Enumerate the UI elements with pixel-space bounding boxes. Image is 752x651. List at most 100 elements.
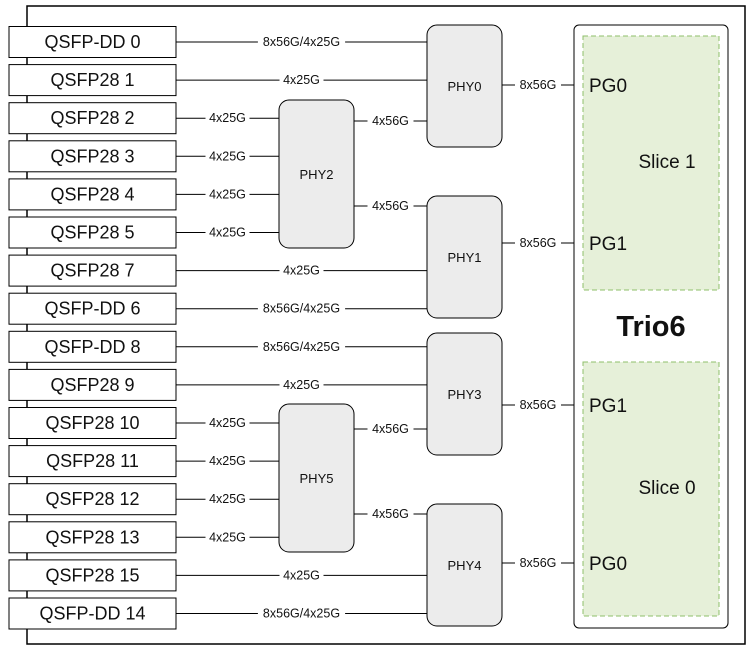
port-qsfp28-11[interactable]: QSFP28 11 [8,445,177,478]
link-speed-label: 4x56G [372,114,409,128]
port-box[interactable] [8,292,177,325]
port-qsfp28-13[interactable]: QSFP28 13 [8,521,177,554]
phy-phy1[interactable]: PHY1 [426,195,503,319]
link-speed-label: 4x25G [209,226,246,240]
port-box[interactable] [8,559,177,592]
phy-box[interactable] [278,99,355,249]
link-label-backing [205,186,250,203]
link-speed-label: 8x56G [520,236,557,250]
pg-label-bottom: PG1 [589,234,627,255]
pg-label-top: PG0 [589,76,627,97]
port-qsfp28-5[interactable]: QSFP28 5 [8,216,177,249]
port-label: QSFP28 10 [45,413,139,433]
port-box[interactable] [8,483,177,516]
phy-label: PHY5 [300,471,334,486]
port-box[interactable] [8,64,177,97]
phy-phy0[interactable]: PHY0 [426,24,503,148]
phy-phy3[interactable]: PHY3 [426,332,503,456]
link-label-backing [279,262,324,279]
phy-label: PHY2 [300,167,334,182]
phy-phy4[interactable]: PHY4 [426,503,503,627]
port-qsfp28-4[interactable]: QSFP28 4 [8,178,177,211]
link-label-backing [205,529,250,546]
port-box[interactable] [8,178,177,211]
ports-layer: QSFP-DD 0 QSFP28 1 QSFP28 2 QSFP28 3 QSFP28 … [8,26,177,630]
link-speed-label: 4x25G [283,378,320,392]
port-box[interactable] [8,26,177,58]
phy-box[interactable] [426,503,503,627]
port-label: QSFP28 13 [45,527,139,547]
link-label-backing [257,300,346,317]
port-box[interactable] [8,254,177,287]
link-speed-label: 4x25G [209,454,246,468]
port-label: QSFP28 4 [50,184,134,204]
link-label-backing [257,605,346,622]
link-speed-label: 4x25G [283,73,320,87]
port-box[interactable] [8,597,177,630]
port-qsfp28-9[interactable]: QSFP28 9 [8,368,177,401]
board-outline [26,5,746,645]
port-qsfp28-10[interactable]: QSFP28 10 [8,407,177,439]
link-label-backing [279,376,324,393]
port-qsfp28-2[interactable]: QSFP28 2 [8,102,177,135]
phy-phy5[interactable]: PHY5 [278,403,355,553]
link-speed-label: 4x25G [283,264,320,278]
port-qsfp28-3[interactable]: QSFP28 3 [8,140,177,173]
link-speed-label: 4x56G [372,199,409,213]
link-label-backing [367,421,414,437]
phy-box[interactable] [278,403,355,553]
port-box[interactable] [8,445,177,478]
link-speed-label: 8x56G [520,556,557,570]
link-label-backing [279,567,324,584]
port-label: QSFP28 11 [46,451,139,471]
port-box[interactable] [8,407,177,439]
link-label-backing [205,148,250,165]
port-box[interactable] [8,216,177,249]
port-label: QSFP-DD 6 [44,299,140,319]
link-speed-label: 4x25G [209,149,246,163]
chip-name: Trio6 [616,311,685,343]
port-qsfp-dd-6[interactable]: QSFP-DD 6 [8,292,177,325]
phy-box[interactable] [426,24,503,148]
port-qsfp-dd-14[interactable]: QSFP-DD 14 [8,597,177,630]
phy-label: PHY0 [448,79,482,94]
port-qsfp28-12[interactable]: QSFP28 12 [8,483,177,516]
phy-box[interactable] [426,332,503,456]
port-box[interactable] [8,102,177,135]
port-box[interactable] [8,368,177,401]
port-qsfp28-15[interactable]: QSFP28 15 [8,559,177,592]
link-speed-label: 8x56G/4x25G [263,340,340,354]
port-label: QSFP-DD 8 [44,337,140,357]
port-box[interactable] [8,330,177,363]
link-label-backing [367,506,414,522]
phy-box[interactable] [426,195,503,319]
link-label-backing [205,453,250,470]
port-qsfp28-7[interactable]: QSFP28 7 [8,254,177,287]
port-box[interactable] [8,140,177,173]
port-label: QSFP28 3 [50,146,134,166]
link-speed-label: 8x56G/4x25G [263,35,340,49]
port-qsfp-dd-0[interactable]: QSFP-DD 0 [8,26,177,58]
port-qsfp28-1[interactable]: QSFP28 1 [8,64,177,97]
pg-label-bottom: PG0 [589,554,627,575]
port-label: QSFP28 5 [50,223,134,243]
link-label-backing [367,113,414,129]
link-label-backing [205,110,250,127]
phy-phy2[interactable]: PHY2 [278,99,355,249]
link-label-backing [279,72,324,89]
port-label: QSFP28 12 [45,489,139,509]
link-label-backing [367,198,414,214]
phy-label: PHY4 [448,558,482,573]
port-qsfp-dd-8[interactable]: QSFP-DD 8 [8,330,177,363]
link-speed-label: 4x25G [209,530,246,544]
link-speed-label: 4x25G [209,492,246,506]
link-speed-label: 4x25G [209,416,246,430]
phy-label: PHY1 [448,250,482,265]
link-speed-label: 8x56G [520,398,557,412]
link-label-backing [205,224,250,241]
port-box[interactable] [8,521,177,554]
